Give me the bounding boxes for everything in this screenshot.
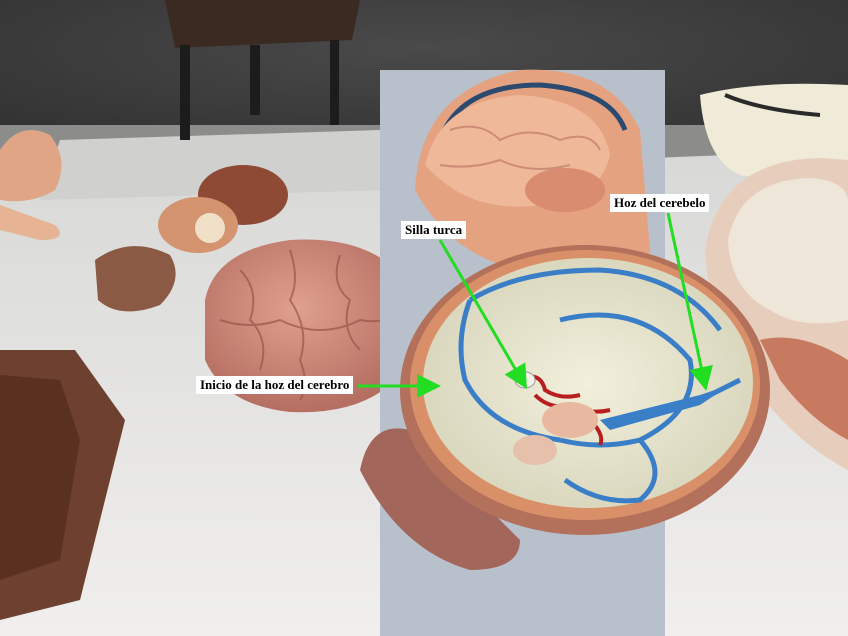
- dural-fold: [468, 267, 723, 332]
- skull-cap-model: [700, 83, 848, 182]
- label-silla-turca: Silla turca: [401, 221, 467, 239]
- hoz-cerebelo-arrow: [666, 212, 713, 391]
- label-hoz-cerebro: Inicio de la hoz del cerebro: [196, 376, 354, 394]
- cranial-fossa: [423, 258, 753, 508]
- silla-turca-arrow: [438, 239, 528, 390]
- label-hoz-cerebelo: Hoz del cerebelo: [610, 194, 710, 212]
- stool: [165, 0, 360, 140]
- brain-model: [205, 239, 411, 413]
- half-brain-model: [95, 246, 176, 312]
- head-model-face: [360, 428, 520, 570]
- brain-piece: [0, 130, 62, 202]
- tentorium: [600, 385, 730, 430]
